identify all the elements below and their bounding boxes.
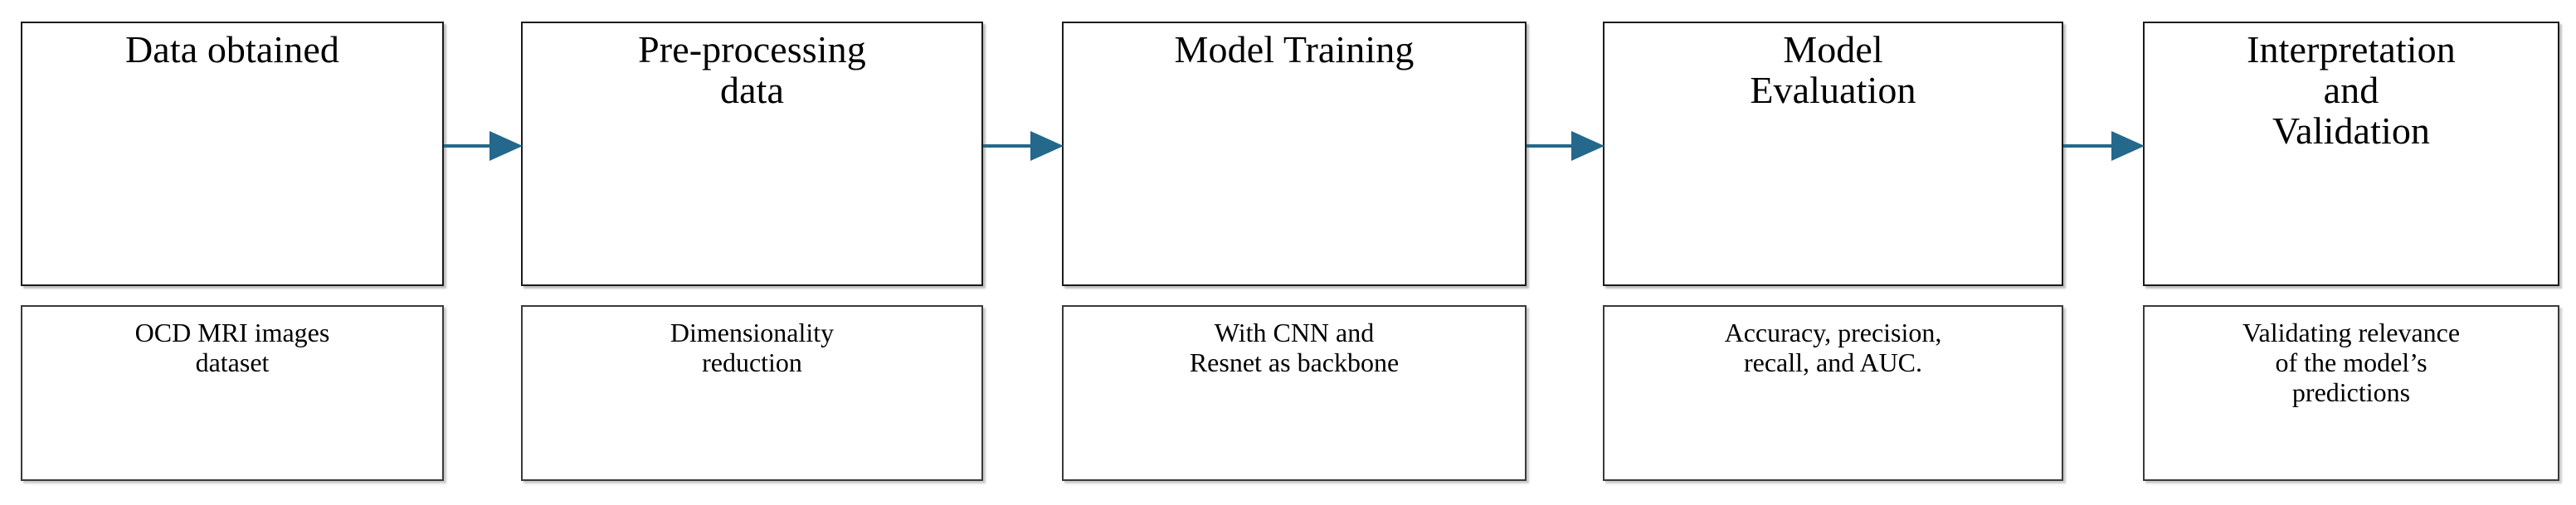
right-arrow-icon-1 — [444, 129, 523, 163]
stage-box-5[interactable]: Interpretation and Validation — [2143, 22, 2559, 286]
stage-title-1: Data obtained — [124, 28, 340, 70]
caption-text-2: Dimensionality reduction — [670, 318, 835, 377]
stage-box-2[interactable]: Pre-processing data — [521, 22, 983, 286]
right-arrow-icon-4 — [2063, 129, 2145, 163]
caption-box-5[interactable]: Validating relevance of the model’s pred… — [2143, 305, 2559, 481]
stage-box-1[interactable]: Data obtained — [21, 22, 444, 286]
right-arrow-icon-3 — [1527, 129, 1605, 163]
caption-text-5: Validating relevance of the model’s pred… — [2242, 318, 2461, 407]
caption-text-1: OCD MRI images dataset — [134, 318, 330, 377]
stage-title-5: Interpretation and Validation — [2247, 28, 2456, 152]
caption-text-4: Accuracy, precision, recall, and AUC. — [1724, 318, 1942, 377]
caption-text-3: With CNN and Resnet as backbone — [1189, 318, 1400, 377]
stage-box-3[interactable]: Model Training — [1062, 22, 1527, 286]
stage-box-4[interactable]: Model Evaluation — [1603, 22, 2063, 286]
caption-box-4[interactable]: Accuracy, precision, recall, and AUC. — [1603, 305, 2063, 481]
caption-box-2[interactable]: Dimensionality reduction — [521, 305, 983, 481]
caption-box-3[interactable]: With CNN and Resnet as backbone — [1062, 305, 1527, 481]
caption-box-1[interactable]: OCD MRI images dataset — [21, 305, 444, 481]
right-arrow-icon-2 — [983, 129, 1064, 163]
stage-title-2: Pre-processing data — [638, 28, 866, 111]
stage-title-3: Model Training — [1174, 28, 1415, 70]
stage-title-4: Model Evaluation — [1750, 28, 1916, 111]
